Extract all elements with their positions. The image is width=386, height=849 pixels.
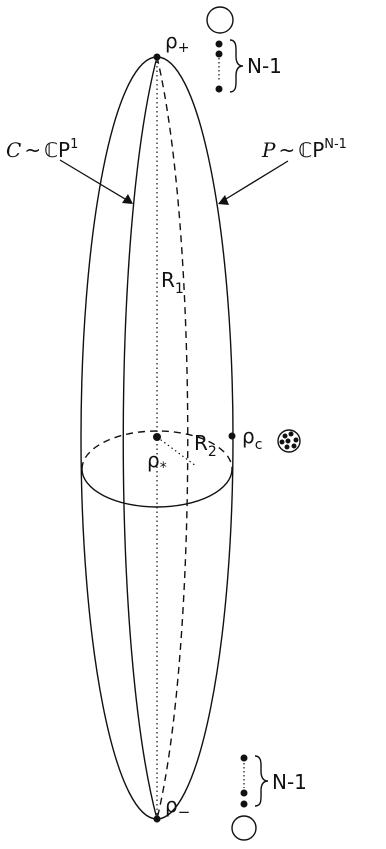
- bottom-open-circle: [231, 815, 257, 841]
- inner-meridian-c-front: [122, 56, 158, 820]
- label-p-cpn1: P~ℂPN-1: [261, 137, 347, 162]
- top-brace: [229, 39, 244, 93]
- point-rho-plus: [153, 53, 161, 61]
- label-n-minus-1-bottom: N-1: [272, 770, 307, 794]
- label-rho-minus: ρ−: [165, 793, 190, 821]
- rho-c-cluster-icon: [277, 429, 301, 453]
- top-stack: N-1: [206, 6, 282, 93]
- label-c-cp1: C~ℂP1: [6, 137, 78, 162]
- equator-front: [81, 468, 233, 508]
- point-rho-star: [153, 433, 161, 441]
- arrow-to-p: [218, 160, 289, 205]
- label-rho-plus: ρ+: [165, 29, 189, 56]
- label-rho-star: ρ*: [147, 448, 167, 476]
- label-r2: R2: [194, 431, 217, 460]
- label-n-minus-1-top: N-1: [247, 54, 282, 78]
- bottom-brace: [254, 755, 269, 807]
- point-rho-c: [228, 432, 236, 440]
- radius-r2: [156, 436, 197, 467]
- arrow-to-c: [59, 159, 133, 204]
- label-rho-c: ρc: [242, 424, 262, 453]
- point-rho-minus: [153, 815, 161, 823]
- label-r1: R1: [161, 268, 184, 297]
- bottom-stack: N-1: [231, 754, 307, 841]
- top-open-circle: [206, 6, 234, 34]
- equator-back: [81, 430, 233, 470]
- inner-meridian-c-back: [156, 56, 189, 820]
